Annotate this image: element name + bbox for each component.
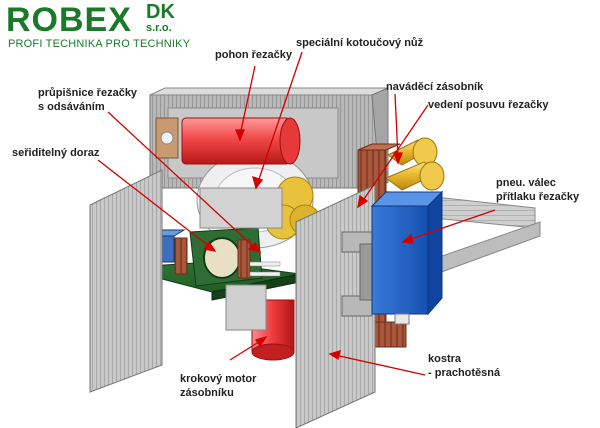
guide-clamps bbox=[341, 231, 373, 317]
label-pneu-1: pneu. válec bbox=[496, 177, 556, 189]
leader-lines bbox=[97, 51, 496, 376]
left-side-panel bbox=[89, 169, 163, 393]
label-doraz: seřiditelný doraz bbox=[12, 147, 100, 159]
label-prupisnice-1: průpišnice řezačky bbox=[38, 87, 138, 99]
label-kostra-2: - prachotěsná bbox=[428, 367, 501, 379]
drive-motor-cylinder bbox=[155, 117, 301, 165]
brand-dk: DK bbox=[146, 1, 175, 23]
label-nuz: speciální kotoučový nůž bbox=[296, 37, 424, 49]
brand-word: ROBEX bbox=[6, 1, 132, 39]
brand-tagline: PROFI TECHNIKA PRO TECHNIKY bbox=[8, 38, 191, 50]
label-vedeni: vedení posuvu řezačky bbox=[428, 99, 549, 111]
brand-sro: s.r.o. bbox=[146, 22, 172, 34]
label-navadeci: naváděcí zásobník bbox=[386, 81, 484, 93]
label-krokovy-1: krokový motor bbox=[180, 373, 257, 385]
label-kostra-1: kostra bbox=[428, 353, 462, 365]
label-pneu-2: přítlaku řezačky bbox=[496, 191, 580, 203]
pneumatic-cylinder bbox=[370, 190, 444, 325]
label-krokovy-2: zásobníku bbox=[180, 387, 234, 399]
label-pohon: pohon řezačky bbox=[215, 49, 293, 61]
center-housing bbox=[199, 187, 283, 331]
brand-logo: ROBEX bbox=[6, 2, 132, 38]
label-prupisnice-2: s odsáváním bbox=[38, 101, 105, 113]
